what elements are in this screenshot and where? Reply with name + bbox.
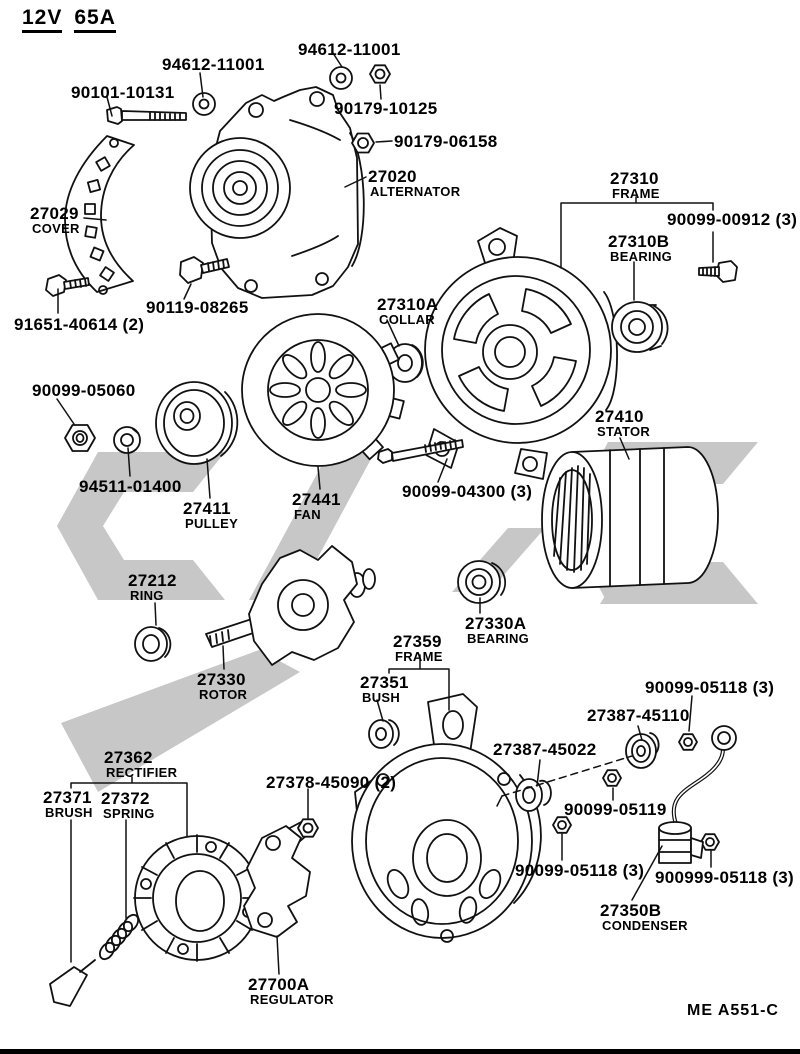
- part-nut-90179-06158: [351, 132, 375, 154]
- label-94612-11001-top: 94612-11001: [298, 40, 401, 59]
- label-90179-10125: 90179-10125: [334, 99, 438, 118]
- label-90099-05060: 90099-05060: [32, 381, 136, 400]
- part-condenser-27350B: [658, 725, 737, 864]
- part-insulator-27387-45022: [515, 778, 552, 812]
- part-ring-27212: [134, 626, 172, 662]
- title-amperage: 65A: [74, 6, 116, 33]
- label-27387-45022: 27387-45022: [493, 740, 597, 759]
- part-brush-27371: [49, 959, 96, 1007]
- part-bolt-90101-10131: [106, 106, 187, 125]
- part-fan-27441: [241, 313, 405, 467]
- part-bush-27351: [368, 719, 400, 749]
- part-cover-27029: [64, 135, 135, 295]
- watermark-shape: [61, 650, 300, 792]
- label-27378-45090: 27378-45090 (2): [266, 773, 397, 792]
- part-rotor-27330: [205, 545, 376, 666]
- part-spring-27372: [98, 913, 140, 961]
- label-90099-00912: 90099-00912 (3): [667, 210, 798, 229]
- part-washer-94612-top: [329, 66, 353, 90]
- part-bolt-90099-00912: [698, 260, 738, 283]
- label-90119-08265: 90119-08265: [146, 298, 249, 317]
- part-bolt-90119-08265: [179, 256, 230, 284]
- part-regulator-27700A: [243, 819, 314, 938]
- part-nut-27378-45090: [297, 818, 319, 838]
- page-title: 12V 65A: [22, 6, 128, 33]
- label-90099-05118-top: 90099-05118 (3): [645, 678, 775, 697]
- part-bolt-90099-04300: [377, 439, 464, 464]
- label-90099-05119: 90099-05119: [564, 800, 667, 819]
- part-nut-90099-05118-b: [552, 816, 572, 834]
- page-bottom-rule: [0, 1049, 800, 1054]
- part-nut-90099-05118-a: [678, 733, 698, 751]
- part-bolt-91651-40614: [45, 274, 90, 297]
- part-nut-90099-05060: [64, 424, 96, 452]
- watermark-shape: [57, 452, 225, 600]
- part-alternator-27020: [189, 86, 365, 299]
- leader-lines: [56, 52, 714, 975]
- part-bearing-27330A: [457, 560, 507, 604]
- label-900999-05118: 900999-05118 (3): [655, 868, 795, 887]
- part-bearing-27310B: [611, 301, 669, 353]
- label-94511-01400: 94511-01400: [79, 477, 182, 496]
- label-90179-06158: 90179-06158: [394, 132, 498, 151]
- part-stator-27410: [541, 446, 719, 589]
- label-27387-45110: 27387-45110: [587, 706, 690, 725]
- part-nut-90179-10125: [369, 64, 391, 84]
- title-voltage: 12V: [22, 6, 63, 33]
- label-90099-04300: 90099-04300 (3): [402, 482, 533, 501]
- part-washer-94511-01400: [113, 426, 141, 454]
- figure-code: ME A551-C: [687, 1002, 779, 1019]
- label-91651-40614: 91651-40614 (2): [14, 315, 145, 334]
- label-90099-05118-bottom: 90099-05118 (3): [515, 861, 645, 880]
- part-rear-frame-27359: [351, 693, 542, 943]
- part-insulator-27387-45110: [625, 732, 660, 769]
- part-pulley-27411: [155, 381, 239, 465]
- label-94612-11001-left: 94612-11001: [162, 55, 265, 74]
- part-washer-94612-left: [192, 92, 216, 116]
- part-nut-90099-05119: [602, 769, 622, 787]
- part-drive-end-frame-27310: [424, 227, 618, 480]
- label-90101-10131: 90101-10131: [71, 83, 175, 102]
